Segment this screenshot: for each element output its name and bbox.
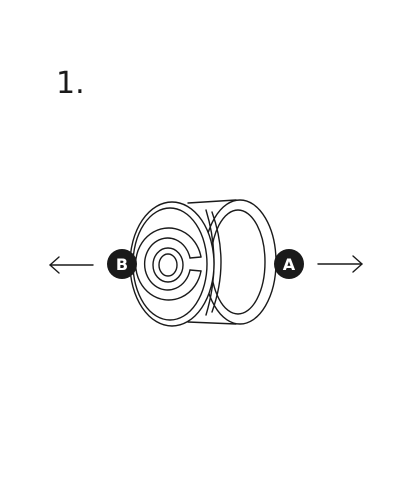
arrow-right-icon [317, 255, 363, 273]
step-number: 1. [56, 66, 85, 101]
spool-roller-part [129, 199, 277, 327]
axle-inner [158, 253, 178, 277]
label-a-text: A [283, 255, 296, 274]
label-b-text: B [116, 255, 128, 274]
arrow-left-icon [49, 256, 94, 274]
slot-ring-inner [143, 237, 191, 291]
label-b-badge: B [107, 249, 137, 279]
label-a-badge: A [274, 249, 304, 279]
axle-outer [152, 247, 184, 283]
front-flange [129, 201, 215, 327]
